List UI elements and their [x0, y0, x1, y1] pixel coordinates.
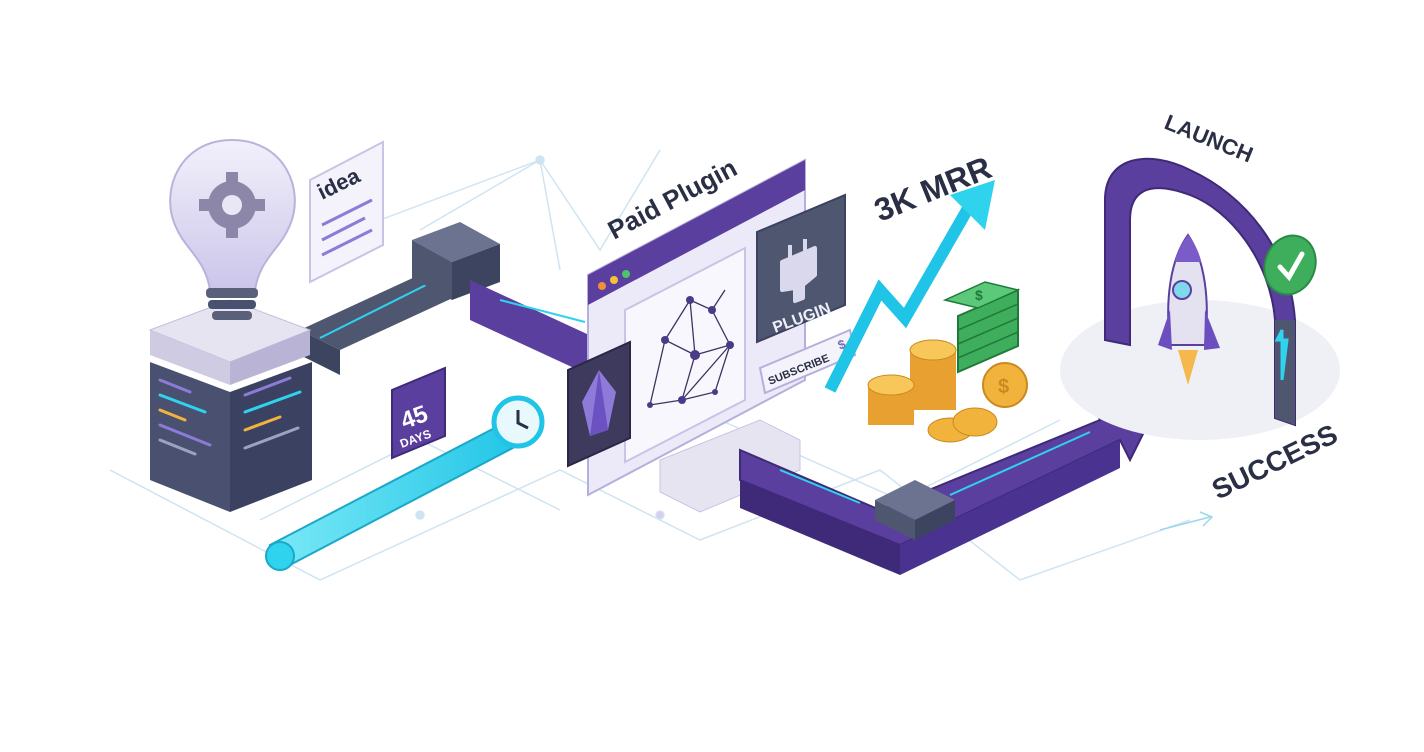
cash-stack-icon: $	[942, 281, 1021, 374]
launch-label: LAUNCH	[1161, 109, 1256, 167]
rocket-icon	[1158, 233, 1220, 385]
window-base	[659, 419, 801, 513]
checkmark-icon	[1263, 234, 1317, 296]
success-arrow	[1159, 511, 1214, 531]
connector-pipe-2	[739, 393, 1162, 575]
svg-text:$: $	[975, 287, 983, 303]
svg-text:$: $	[998, 376, 1009, 398]
timer-icon	[265, 395, 545, 571]
clock-icon	[491, 395, 545, 449]
lightbulb-gear-icon	[169, 138, 296, 320]
crystal-icon	[567, 340, 631, 468]
connector-pipe-1	[300, 222, 600, 380]
server-code-icon	[148, 299, 312, 512]
document-icon: idea	[309, 140, 384, 284]
days-badge: 45 DAYS	[391, 366, 446, 460]
network-graph-icon	[624, 246, 746, 464]
coin-icon: $	[867, 339, 1028, 443]
